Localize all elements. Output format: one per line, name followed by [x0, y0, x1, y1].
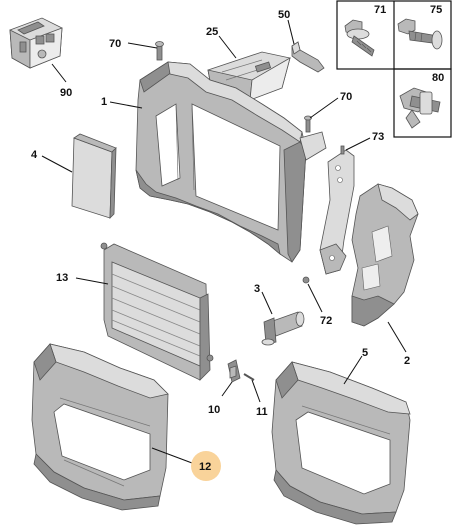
- pipe-3: [261, 311, 305, 346]
- callout-25: 25: [206, 26, 218, 38]
- radiator-13: [100, 242, 214, 381]
- callout-75: 75: [430, 4, 442, 16]
- screw-71: [344, 19, 375, 57]
- bracket-plate-73: [319, 145, 355, 275]
- callout-70-top: 70: [109, 38, 121, 50]
- connector-block-90: [9, 17, 63, 69]
- front-panel-frame-1: [135, 61, 327, 263]
- air-deflector-2: [351, 183, 419, 327]
- callout-12: 12: [199, 461, 211, 473]
- callout-70-right: 70: [340, 91, 352, 103]
- screw-70-top: [155, 41, 164, 61]
- clip-10: [227, 359, 241, 383]
- callout-4: 4: [31, 149, 38, 161]
- callout-3: 3: [254, 283, 260, 295]
- callout-1: 1: [101, 96, 107, 108]
- callout-labels: 90 70 25 50 71 75 80 1 70 73 4 13 3 72 2…: [31, 4, 444, 473]
- callout-71: 71: [374, 4, 386, 16]
- fastener-reference-boxes: [336, 0, 452, 138]
- screw-70-right: [304, 115, 312, 133]
- callout-2: 2: [404, 355, 410, 367]
- callout-80: 80: [432, 72, 444, 84]
- callout-5: 5: [362, 347, 368, 359]
- seal-pad-4: [71, 133, 117, 219]
- front-frame-12: [31, 343, 169, 511]
- pin-11: [243, 373, 255, 381]
- leader-lines: [41, 19, 407, 464]
- screw-75: [397, 18, 443, 50]
- callout-12-highlight: [191, 451, 221, 481]
- clip-nut-80: [399, 87, 441, 129]
- bracket-50: [291, 41, 325, 73]
- callout-10: 10: [208, 404, 220, 416]
- callout-73: 73: [372, 131, 384, 143]
- fastener-72: [302, 276, 310, 284]
- callout-11: 11: [256, 406, 268, 418]
- front-frame-5: [271, 361, 411, 525]
- callout-13: 13: [56, 272, 68, 284]
- callout-72: 72: [320, 315, 332, 327]
- callout-50: 50: [278, 9, 290, 21]
- callout-90: 90: [60, 87, 72, 99]
